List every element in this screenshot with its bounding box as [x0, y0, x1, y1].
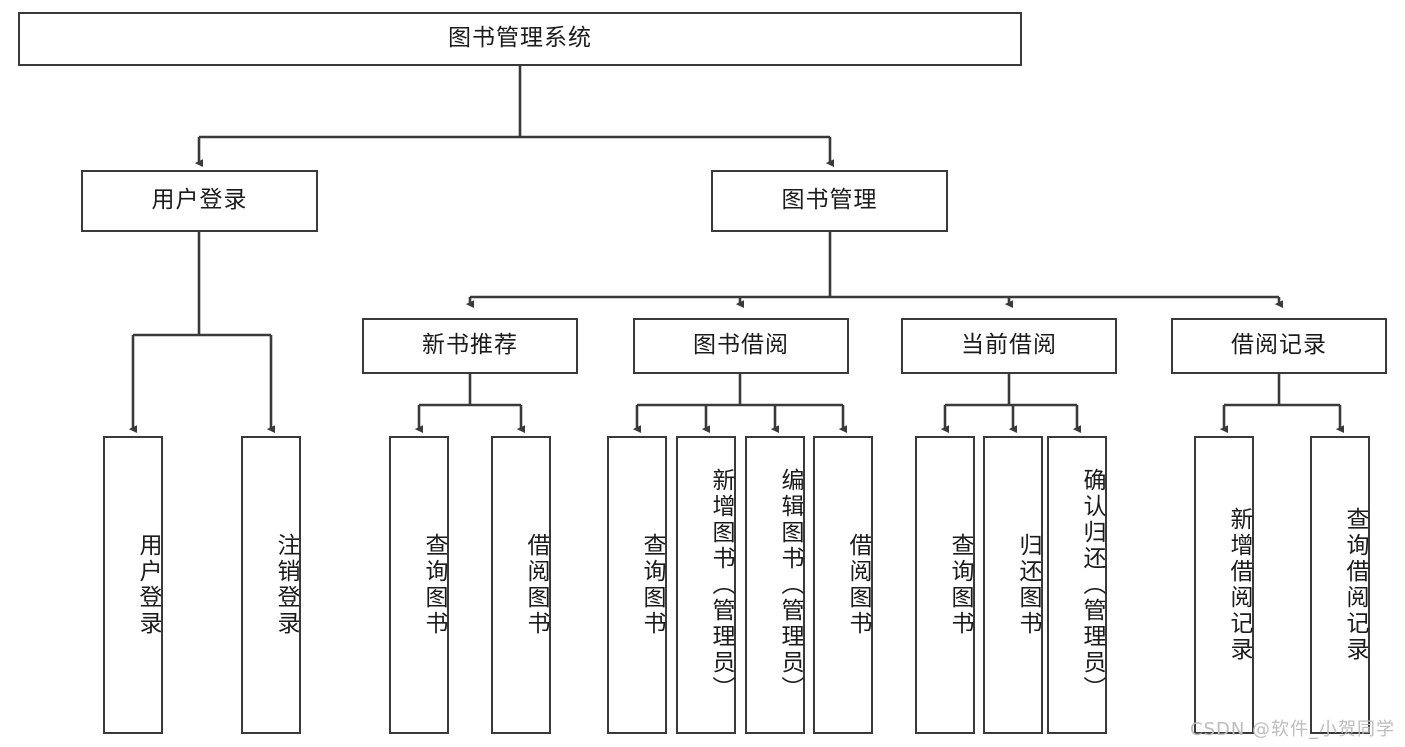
leaf-borrow-record-query-record[interactable]: 查询借阅记录	[1310, 436, 1370, 734]
node-label: 查询图书	[421, 533, 447, 637]
node-book-management[interactable]: 图书管理	[711, 170, 948, 232]
node-label: 新增图书（管理员）	[708, 468, 734, 702]
node-label: 归还图书	[1015, 533, 1041, 637]
leaf-new-book-borrow-book[interactable]: 借阅图书	[491, 436, 551, 734]
node-label: 图书借阅	[693, 332, 789, 359]
node-root-system[interactable]: 图书管理系统	[18, 12, 1022, 66]
leaf-book-borrow-borrow-book[interactable]: 借阅图书	[813, 436, 873, 734]
node-label: 用户登录	[151, 187, 248, 214]
leaf-book-borrow-add-book-admin[interactable]: 新增图书（管理员）	[676, 436, 736, 734]
leaf-book-borrow-edit-book-admin[interactable]: 编辑图书（管理员）	[745, 436, 805, 734]
leaf-user-login-login[interactable]: 用户登录	[103, 436, 163, 734]
node-label: 图书管理系统	[448, 25, 592, 52]
node-current-borrow[interactable]: 当前借阅	[901, 318, 1117, 374]
leaf-current-borrow-confirm-return-admin[interactable]: 确认归还（管理员）	[1047, 436, 1107, 734]
node-label: 新书推荐	[422, 332, 518, 359]
leaf-borrow-record-add-record[interactable]: 新增借阅记录	[1194, 436, 1254, 734]
node-borrow-record[interactable]: 借阅记录	[1171, 318, 1387, 374]
leaf-user-login-logout[interactable]: 注销登录	[241, 436, 301, 734]
node-label: 注销登录	[273, 533, 299, 637]
node-label: 借阅记录	[1231, 332, 1327, 359]
node-label: 确认归还（管理员）	[1079, 468, 1105, 702]
node-label: 查询图书	[947, 533, 973, 637]
leaf-book-borrow-query-book[interactable]: 查询图书	[607, 436, 667, 734]
node-label: 查询借阅记录	[1342, 507, 1368, 663]
node-label: 图书管理	[781, 187, 878, 214]
node-user-login[interactable]: 用户登录	[81, 170, 318, 232]
leaf-current-borrow-return-book[interactable]: 归还图书	[983, 436, 1043, 734]
node-label: 当前借阅	[961, 332, 1057, 359]
node-label: 借阅图书	[845, 533, 871, 637]
node-label: 编辑图书（管理员）	[777, 468, 803, 702]
node-label: 新增借阅记录	[1226, 507, 1252, 663]
node-book-borrow[interactable]: 图书借阅	[633, 318, 849, 374]
node-label: 借阅图书	[523, 533, 549, 637]
leaf-new-book-query-book[interactable]: 查询图书	[389, 436, 449, 734]
watermark-csdn: CSDN @软件_小贺同学	[1190, 719, 1396, 740]
node-new-book-recommend[interactable]: 新书推荐	[362, 318, 578, 374]
leaf-current-borrow-query-book[interactable]: 查询图书	[915, 436, 975, 734]
node-label: 查询图书	[639, 533, 665, 637]
node-label: 用户登录	[135, 533, 161, 637]
